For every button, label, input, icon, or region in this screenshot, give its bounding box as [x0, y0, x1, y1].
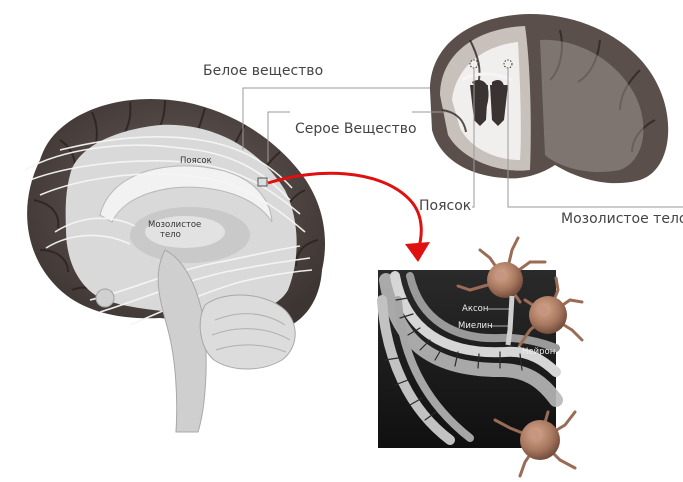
- label-cingulum-small: Поясок: [180, 156, 212, 166]
- label-corpus-callosum-small-2: тело: [160, 230, 181, 240]
- label-gray-matter: Серое Вещество: [295, 121, 417, 137]
- label-neuron: Нейрон: [522, 347, 555, 357]
- pituitary: [96, 289, 114, 307]
- label-cingulum: Поясок: [419, 198, 471, 214]
- label-corpus-callosum-small-1: Мозолистое: [148, 220, 201, 230]
- neuron-inset: [378, 270, 556, 448]
- label-corpus-callosum: Мозолистое тело: [561, 211, 683, 227]
- sagittal-brain: [25, 99, 325, 432]
- label-myelin: Миелин: [458, 321, 493, 331]
- inset-marker-box: [258, 178, 267, 186]
- coronal-brain: [430, 14, 668, 183]
- label-white-matter: Белое вещество: [203, 63, 323, 79]
- label-axon: Аксон: [462, 304, 488, 314]
